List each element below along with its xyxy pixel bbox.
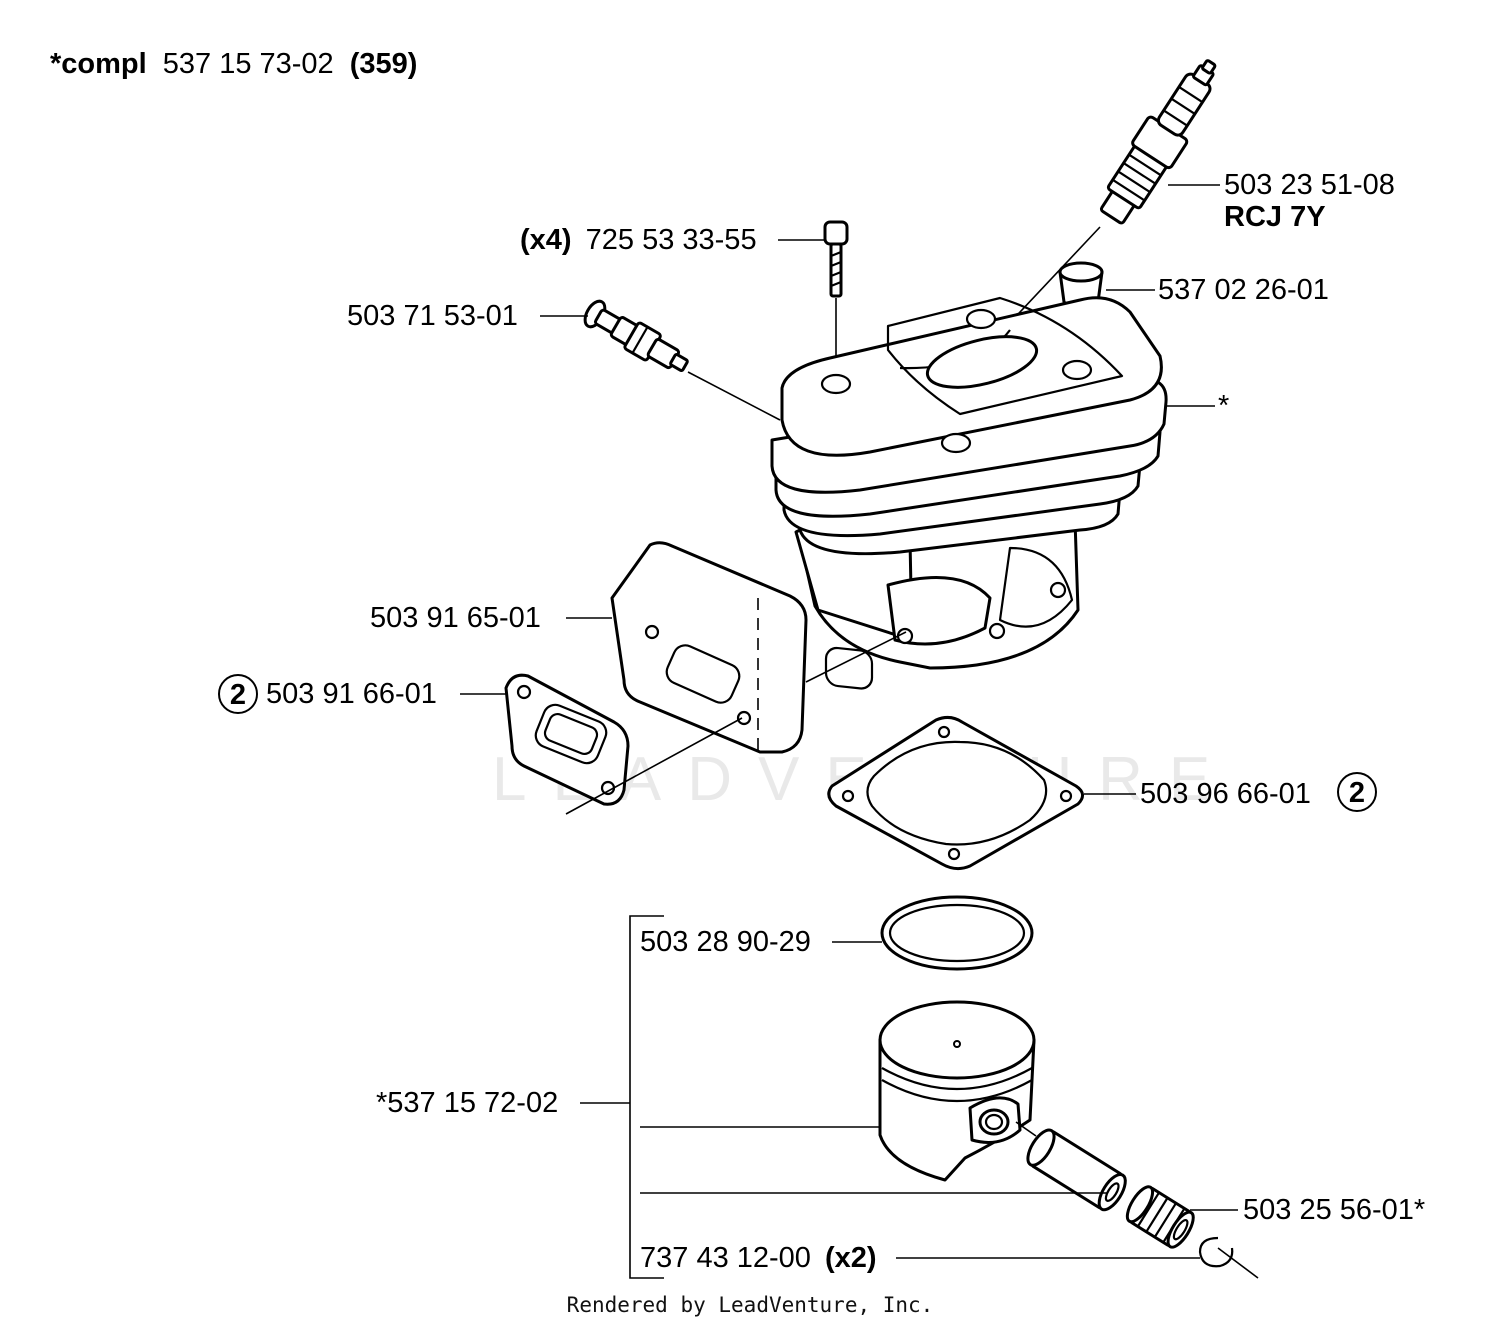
spark-plug-type: RCJ 7Y: [1224, 201, 1326, 233]
header-prefix: *compl: [50, 48, 147, 80]
cylinder-mark: *: [1218, 390, 1229, 422]
screw-callout: (x4) 725 53 33-55: [520, 224, 757, 256]
circlip-qty: (x2): [825, 1242, 877, 1274]
header-model: (359): [350, 48, 418, 80]
footer-credit: Rendered by LeadVenture, Inc.: [567, 1293, 934, 1317]
piston-kit-bracket: [580, 915, 664, 1279]
base-gasket[interactable]: [827, 715, 1084, 871]
base-gasket-badge-ring: [1337, 772, 1377, 812]
spark-plug[interactable]: [1092, 50, 1231, 229]
assembly-header: *compl 537 15 73-02 (359): [50, 48, 417, 80]
bearing-number: 503 25 56-01*: [1243, 1194, 1425, 1226]
cylinder[interactable]: [770, 296, 1168, 690]
spark-plug-number: 503 23 51-08: [1224, 169, 1395, 201]
exhaust-gasket[interactable]: [504, 673, 630, 806]
circlip-callout: 737 43 12-00 (x2): [640, 1242, 877, 1274]
piston-kit-number: *537 15 72-02: [376, 1087, 558, 1119]
heat-shield-plate[interactable]: [610, 541, 808, 754]
base-gasket-number: 503 96 66-01: [1140, 778, 1311, 810]
plate-number: 503 91 65-01: [370, 602, 541, 634]
decompression-valve[interactable]: [581, 297, 693, 379]
exhaust-gasket-number: 503 91 66-01: [266, 678, 437, 710]
piston[interactable]: [878, 1000, 1036, 1182]
header-number: 537 15 73-02: [163, 48, 334, 80]
screw-number: 725 53 33-55: [586, 224, 757, 256]
ring-number: 503 28 90-29: [640, 926, 811, 958]
exhaust-gasket-badge: 2: [230, 679, 246, 711]
needle-bearing[interactable]: [1123, 1183, 1198, 1251]
piston-ring[interactable]: [880, 895, 1034, 971]
valve-number: 503 71 53-01: [347, 300, 518, 332]
exhaust-gasket-badge-ring: [218, 674, 258, 714]
cap-number: 537 02 26-01: [1158, 274, 1329, 306]
cylinder-screw[interactable]: [823, 220, 849, 298]
screw-qty: (x4): [520, 224, 572, 256]
piston-pin[interactable]: [1023, 1126, 1131, 1214]
circlip-number: 737 43 12-00: [640, 1242, 811, 1274]
base-gasket-badge: 2: [1349, 777, 1365, 809]
circlip[interactable]: [1198, 1236, 1234, 1268]
